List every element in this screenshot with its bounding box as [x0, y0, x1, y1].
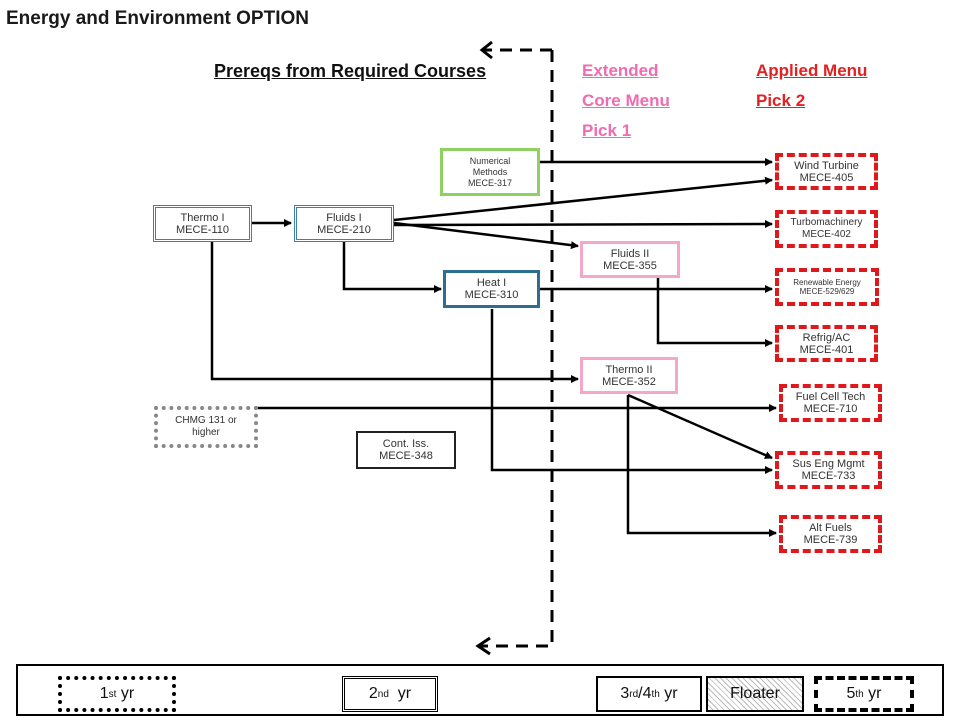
- extended-core-header: Extended Core Menu Pick 1: [582, 56, 670, 146]
- course-thermo2: Thermo II MECE-352: [580, 357, 678, 394]
- legend-text: Floater: [730, 685, 780, 702]
- course-code: higher: [192, 427, 220, 438]
- edge-heat1-suseng: [490, 309, 773, 474]
- legend-num: 1: [99, 685, 109, 702]
- legend-sup: th: [855, 688, 864, 700]
- extended-line-2: Core Menu: [582, 91, 670, 110]
- page-title: Energy and Environment OPTION: [6, 8, 309, 29]
- course-code: MECE-210: [317, 223, 371, 236]
- course-code: MECE-733: [801, 470, 856, 482]
- course-code: MECE-317: [467, 177, 512, 188]
- course-numerical: Numerical Methods MECE-317: [440, 148, 540, 196]
- course-name: Fluids I: [326, 211, 362, 224]
- legend-mid: /4: [638, 685, 652, 702]
- course-name: Refrig/AC: [802, 331, 851, 344]
- edge-thermo2-altfuels: [626, 395, 777, 537]
- edge-fluids2-refrig: [656, 277, 773, 347]
- legend-sup: nd: [377, 688, 389, 700]
- course-code: MECE-110: [176, 223, 229, 236]
- applied-renewable-energy: Renewable Energy MECE-529/629: [775, 268, 879, 306]
- legend-text: yr: [388, 685, 412, 702]
- course-code: MECE-739: [803, 534, 858, 546]
- course-code: MECE-352: [602, 375, 656, 388]
- course-contiss: Cont. Iss. MECE-348: [356, 431, 456, 469]
- applied-turbomachinery: Turbomachinery MECE-402: [775, 210, 878, 248]
- course-thermo1: Thermo I MECE-110: [153, 205, 252, 242]
- legend-num: 5: [846, 685, 856, 702]
- course-name: Turbomachinery: [790, 217, 863, 228]
- course-fluids2: Fluids II MECE-355: [580, 241, 680, 278]
- legend-sup: rd: [629, 688, 639, 700]
- legend-sup-2: th: [651, 688, 660, 700]
- applied-alt-fuels: Alt Fuels MECE-739: [779, 515, 882, 553]
- legend-text: yr: [116, 685, 135, 702]
- course-code: MECE-355: [603, 259, 657, 272]
- course-name: Thermo I: [180, 211, 225, 224]
- course-name: CHMG 131 or: [175, 415, 237, 426]
- edge-fluids1-fluids2: [393, 221, 579, 250]
- course-fluids1: Fluids I MECE-210: [294, 205, 394, 242]
- applied-sus-eng: Sus Eng Mgmt MECE-733: [775, 451, 882, 489]
- legend-num: 3: [620, 685, 630, 702]
- applied-line-1: Applied Menu: [756, 61, 868, 80]
- course-name: Alt Fuels: [809, 522, 852, 534]
- course-code: MECE-348: [379, 450, 433, 462]
- course-code: MECE-710: [803, 403, 858, 415]
- course-code: MECE-529/629: [799, 287, 855, 296]
- course-name: Thermo II: [605, 363, 653, 376]
- applied-fuel-cell: Fuel Cell Tech MECE-710: [779, 384, 882, 422]
- edge-fluids1-turbo: [393, 220, 773, 229]
- course-code: MECE-402: [802, 229, 851, 240]
- legend-sup: st: [108, 688, 117, 700]
- course-code: MECE-401: [799, 343, 854, 356]
- applied-line-2: Pick 2: [756, 91, 806, 110]
- course-name: Renewable Energy: [793, 278, 861, 287]
- divider-dashed-line: [475, 40, 554, 656]
- legend-text: yr: [659, 685, 678, 702]
- course-name: Cont. Iss.: [382, 438, 430, 450]
- extended-line-1: Extended: [582, 61, 659, 80]
- legend-floater: Floater: [706, 676, 804, 712]
- course-name: Fuel Cell Tech: [795, 391, 866, 403]
- prereqs-header: Prereqs from Required Courses: [214, 61, 487, 81]
- course-name: Heat I: [476, 277, 507, 289]
- course-name: Sus Eng Mgmt: [792, 458, 865, 470]
- course-code: MECE-405: [799, 171, 854, 184]
- legend-num: 2: [368, 685, 378, 702]
- extended-line-3: Pick 1: [582, 121, 632, 140]
- edge-thermo2-suseng: [627, 393, 773, 460]
- course-name: Numerical: [469, 155, 511, 166]
- course-heat1: Heat I MECE-310: [443, 270, 540, 308]
- course-code: MECE-310: [464, 289, 519, 301]
- edge-thermo1-thermo2: [210, 242, 579, 383]
- course-name: Wind Turbine: [794, 159, 859, 172]
- course-chmg: CHMG 131 or higher: [154, 406, 258, 448]
- applied-wind-turbine: Wind Turbine MECE-405: [775, 153, 878, 190]
- edge-fluids1-heat1: [342, 242, 442, 293]
- legend-text: yr: [863, 685, 882, 702]
- applied-menu-header: Applied Menu Pick 2: [756, 56, 867, 116]
- applied-refrig-ac: Refrig/AC MECE-401: [775, 325, 878, 362]
- course-name-2: Methods: [472, 166, 508, 177]
- edge-fluids1-wind: [393, 176, 773, 222]
- course-name: Fluids II: [610, 247, 650, 260]
